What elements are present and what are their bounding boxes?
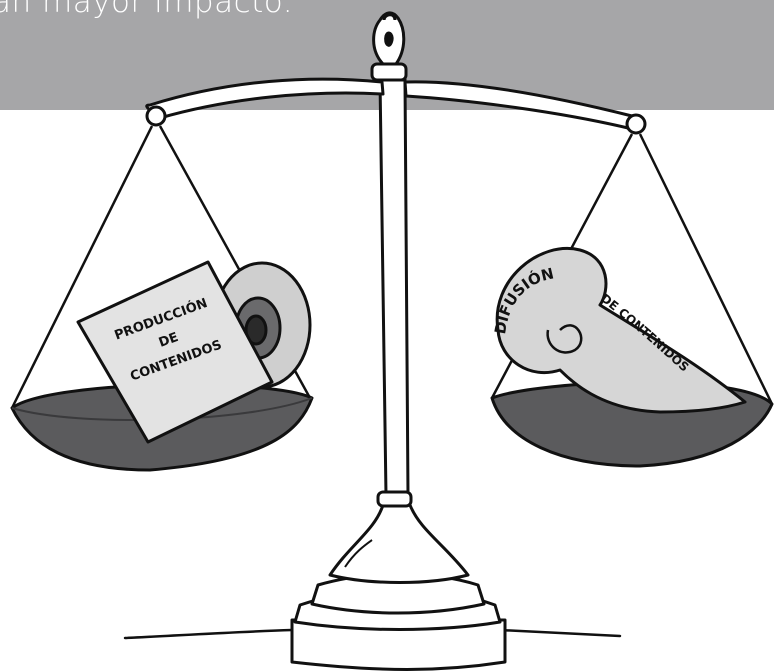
scale-base	[292, 505, 505, 670]
